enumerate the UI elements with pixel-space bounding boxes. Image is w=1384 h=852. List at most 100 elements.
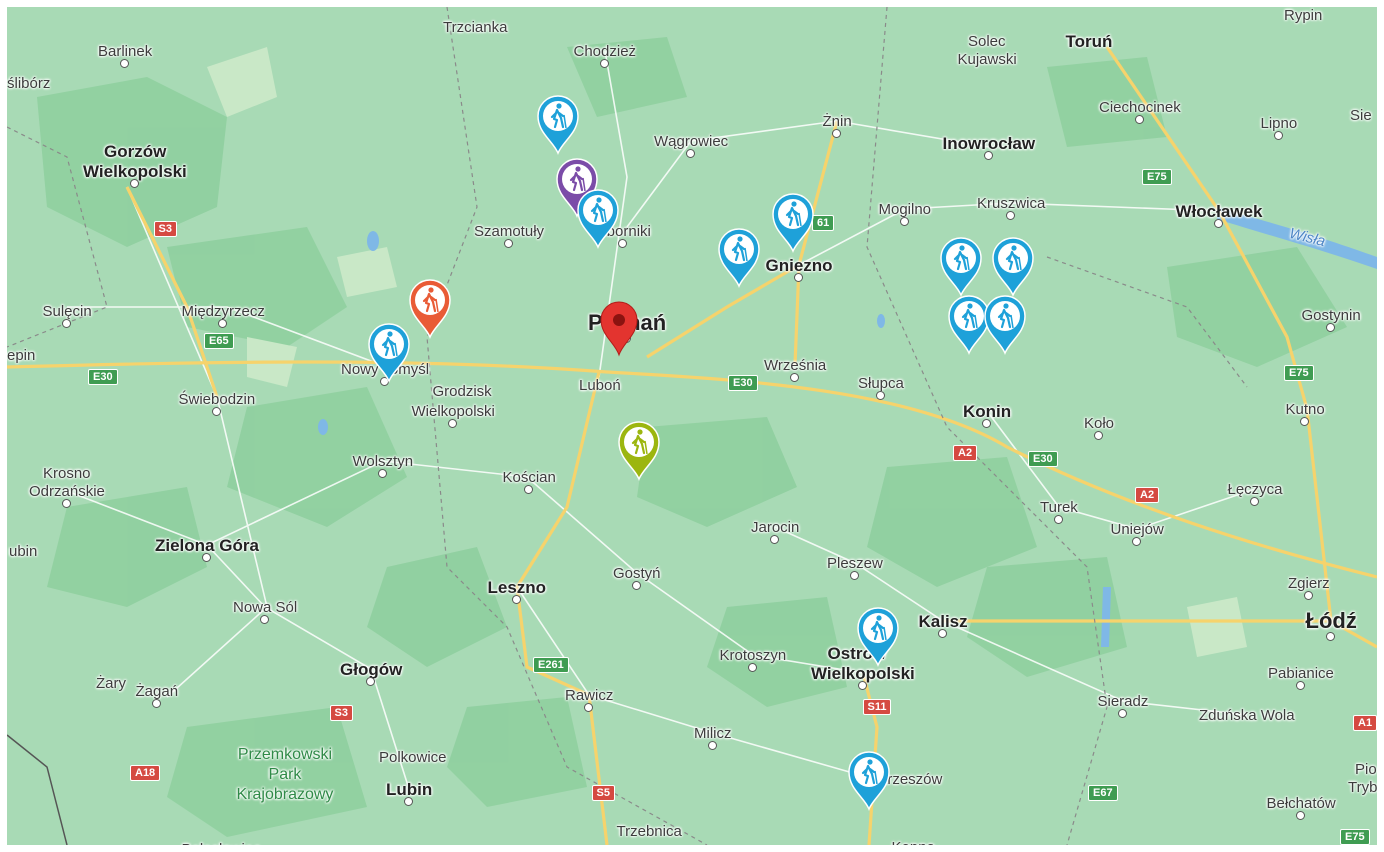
park-label: Przemkowski Park Krajobrazowy: [237, 745, 334, 805]
place-dot: [130, 178, 139, 188]
place-label: Wągrowiec: [654, 132, 729, 150]
place-label: Wielkopolski: [811, 663, 915, 683]
hiker-icon: [992, 237, 1034, 297]
road-shield: E75: [1142, 169, 1172, 185]
road-shield: E67: [1088, 785, 1118, 801]
place-label: Barlinek: [98, 42, 153, 60]
place-label: Wielkopolski: [83, 161, 187, 181]
hiking-marker[interactable]: [716, 226, 762, 288]
place-dot: [600, 58, 609, 68]
road-shield: E30: [1028, 451, 1058, 467]
place-dot: [1118, 708, 1127, 718]
place-label: ubin: [9, 542, 38, 560]
place-dot: [512, 594, 521, 604]
road-shield: S3: [153, 221, 177, 237]
road-shield: E75: [1340, 829, 1370, 845]
place-dot: [120, 58, 129, 68]
place-label: Polkowice: [379, 748, 447, 766]
hiker-icon: [537, 95, 579, 155]
hiker-icon: [948, 295, 990, 355]
hiking-marker[interactable]: [535, 93, 581, 155]
place-dot: [832, 128, 841, 138]
map-terrain: [7, 7, 1377, 845]
place-dot: [584, 702, 593, 712]
place-label: Kutno: [1285, 400, 1325, 418]
road-shield: S5: [591, 785, 615, 801]
place-label: Kępno: [892, 839, 935, 846]
place-dot: [1006, 210, 1015, 220]
road-shield: E261: [533, 657, 569, 673]
place-dot: [708, 740, 717, 750]
place-label: Luboń: [579, 376, 621, 394]
place-label: Gorzów: [104, 141, 167, 161]
place-dot: [1094, 430, 1103, 440]
place-label: Lubin: [386, 779, 433, 799]
place-label: Zgierz: [1288, 574, 1330, 592]
place-label: Chodzież: [573, 42, 637, 60]
selected-location-marker[interactable]: [599, 301, 639, 357]
hiking-marker[interactable]: [575, 187, 621, 249]
road-shield: E65: [204, 333, 234, 349]
place-label: Konin: [963, 401, 1012, 421]
place-dot: [1274, 130, 1283, 140]
hiker-icon: [984, 295, 1026, 355]
place-dot: [1326, 632, 1335, 641]
place-dot: [790, 372, 799, 382]
place-dot: [1296, 680, 1305, 690]
place-label: Sieradz: [1097, 692, 1149, 710]
place-dot: [686, 148, 695, 158]
place-dot: [218, 318, 227, 328]
place-label: Świebodzin: [178, 390, 256, 408]
hiker-icon: [618, 421, 660, 481]
place-label: Nowa Sól: [233, 598, 298, 616]
road-shield: A2: [953, 445, 978, 461]
place-dot: [524, 484, 533, 494]
place-label: Mogilno: [878, 200, 932, 218]
hiker-icon: [848, 751, 890, 811]
place-dot: [448, 418, 457, 428]
hiker-icon: [940, 237, 982, 297]
place-label: Tryb: [1348, 778, 1377, 796]
hiking-marker[interactable]: [990, 235, 1036, 297]
place-dot: [858, 680, 867, 690]
hiking-marker[interactable]: [616, 419, 662, 481]
place-dot: [1326, 322, 1335, 332]
place-label: Zielona Góra: [155, 535, 259, 555]
place-dot: [1135, 114, 1144, 124]
place-label: Solec: [968, 32, 1006, 50]
hiking-marker[interactable]: [407, 277, 453, 339]
place-dot: [794, 272, 803, 282]
place-dot: [366, 676, 375, 686]
place-label: Żagań: [135, 682, 179, 700]
place-label: Odrzańskie: [29, 482, 105, 500]
hiking-marker[interactable]: [982, 293, 1028, 355]
hiker-icon: [857, 607, 899, 667]
place-label: Zduńska Wola: [1199, 706, 1295, 724]
place-dot: [1304, 590, 1313, 600]
place-dot: [632, 580, 641, 590]
hiker-icon: [368, 323, 410, 383]
place-label: Toruń: [1065, 31, 1113, 51]
hiking-marker[interactable]: [366, 321, 412, 383]
hiking-marker[interactable]: [855, 605, 901, 667]
place-label: Międzyrzecz: [181, 302, 265, 320]
place-label: Żary: [96, 674, 126, 692]
hiking-marker[interactable]: [846, 749, 892, 811]
hiking-marker[interactable]: [946, 293, 992, 355]
place-label: Trzcianka: [443, 18, 508, 36]
hiking-marker[interactable]: [770, 191, 816, 253]
place-label: Inowrocław: [942, 133, 1036, 153]
place-dot: [748, 662, 757, 672]
place-dot: [1214, 218, 1223, 228]
place-label: Kujawski: [957, 50, 1017, 68]
place-label: Wielkopolski: [411, 402, 495, 420]
place-label: Uniejów: [1110, 520, 1164, 538]
place-label: Sie: [1350, 106, 1372, 124]
place-label: Kruszwica: [977, 194, 1046, 212]
place-label: Kościan: [502, 468, 556, 486]
place-label: Września: [764, 356, 827, 374]
place-dot: [938, 628, 947, 638]
hiking-marker[interactable]: [938, 235, 984, 297]
place-dot: [404, 796, 413, 806]
